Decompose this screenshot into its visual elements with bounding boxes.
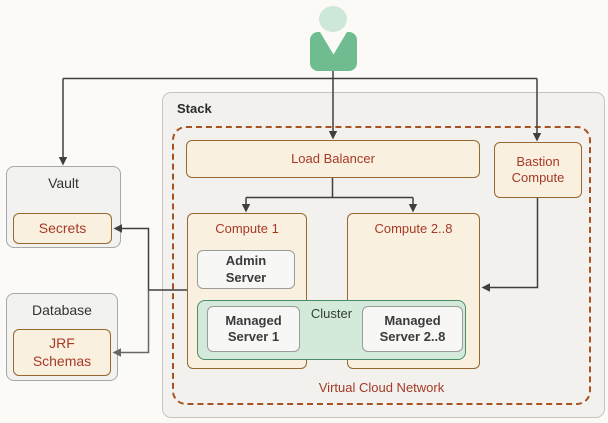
compute-1-label: Compute 1 <box>215 221 279 236</box>
vcn-label: Virtual Cloud Network <box>318 380 445 395</box>
managed-server-1-node: Managed Server 1 <box>207 306 300 352</box>
bastion-compute-label: Bastion Compute <box>511 153 565 185</box>
database-label: Database <box>32 302 92 318</box>
secrets-node: Secrets <box>13 213 112 244</box>
secrets-label: Secrets <box>38 219 87 236</box>
compute-2-8-label: Compute 2..8 <box>374 221 453 236</box>
load-balancer-label: Load Balancer <box>291 150 375 166</box>
edge-compute1-to-jrf <box>121 290 150 354</box>
user-icon <box>310 6 357 71</box>
managed-server-2-8-node: Managed Server 2..8 <box>362 306 463 352</box>
cluster-label: Cluster <box>310 306 353 321</box>
jrf-schemas-node: JRF Schemas <box>13 329 111 376</box>
managed-server-1-label: Managed Server 1 <box>225 312 282 344</box>
managed-server-2-8-label: Managed Server 2..8 <box>379 312 446 344</box>
admin-server-node: Admin Server <box>197 250 295 289</box>
jrf-schemas-label: JRF Schemas <box>32 335 92 369</box>
vault-label: Vault <box>48 175 79 191</box>
bastion-compute-node: Bastion Compute <box>494 142 582 198</box>
load-balancer-node: Load Balancer <box>186 140 480 178</box>
admin-server-label: Admin Server <box>225 253 267 285</box>
stack-label: Stack <box>177 101 212 116</box>
